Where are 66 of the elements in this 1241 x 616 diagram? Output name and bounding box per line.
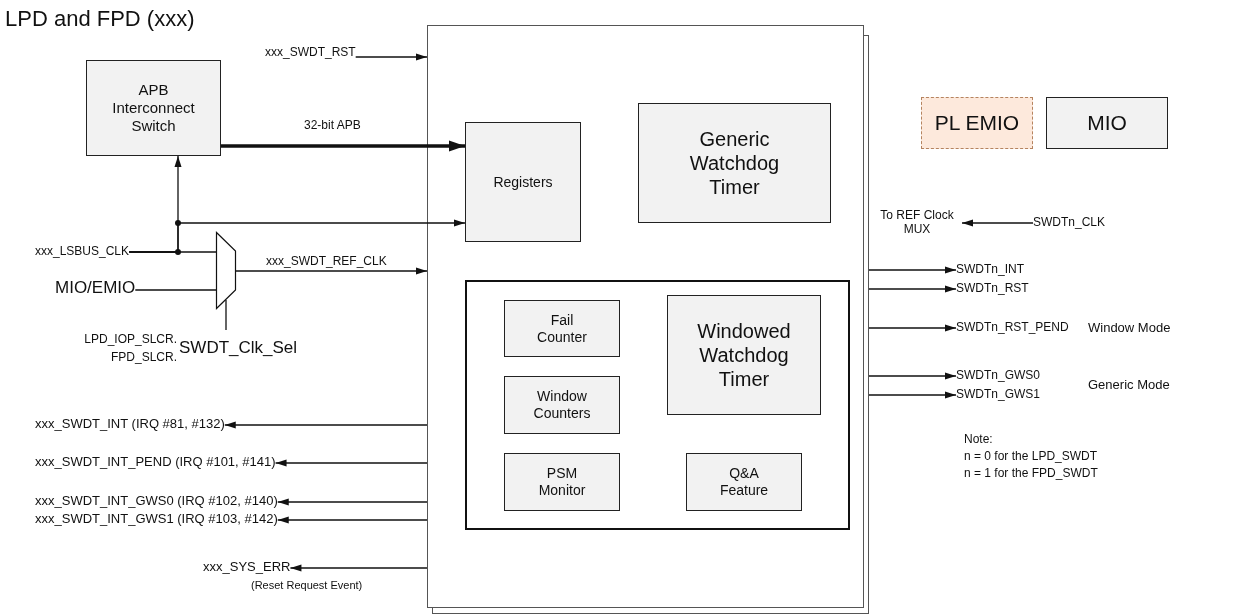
signal-label: xxx_SWDT_INT_GWS1 (IRQ #103, #142)	[35, 511, 278, 526]
block-label: PL EMIO	[934, 110, 1020, 136]
module-block	[427, 25, 869, 614]
arrow	[277, 498, 428, 506]
diagram-title: LPD and FPD (xxx)	[5, 6, 195, 32]
signal-note: (Reset Request Event)	[251, 579, 363, 591]
arrow	[235, 267, 428, 275]
signal-label: To REF Clock MUX	[872, 208, 962, 236]
signal-label: xxx_SYS_ERR	[203, 559, 291, 574]
function-block	[1046, 97, 1168, 149]
block-label: Window Counters	[532, 388, 592, 422]
note-text: Note:	[964, 432, 993, 446]
function-block	[504, 453, 620, 511]
function-block	[921, 97, 1033, 149]
arrow	[277, 516, 428, 524]
signal-label: SWDTn_CLK	[1033, 215, 1106, 230]
note-text: n = 0 for the LPD_SWDT	[964, 449, 1098, 463]
arrow	[868, 266, 957, 274]
edge-label: 32-bit APB	[303, 118, 362, 132]
signal-label: SWDTn_RST_PEND	[956, 320, 1069, 335]
signal-label: xxx_SWDT_INT_GWS0 (IRQ #102, #140)	[35, 493, 278, 508]
block-label: Registers	[493, 173, 553, 191]
note-text: n = 1 for the FPD_SWDT	[964, 466, 1098, 480]
signal-label: SWDT_Clk_Sel	[179, 338, 298, 358]
connector-line	[128, 251, 217, 253]
multiplexer-symbol	[216, 232, 236, 309]
arrow	[868, 324, 957, 332]
connector-line	[134, 289, 217, 291]
block-label: Fail Counter	[536, 311, 588, 346]
edge-label: xxx_SWDT_REF_CLK	[265, 254, 388, 268]
arrow	[868, 285, 957, 293]
function-block	[465, 122, 581, 242]
signal-label: xxx_SWDT_INT (IRQ #81, #132)	[35, 416, 225, 431]
signal-label: xxx_SWDT_INT_PEND (IRQ #101, #141)	[35, 454, 276, 469]
arrow	[961, 219, 1034, 227]
block-label: APB Interconnect Switch	[111, 81, 196, 135]
function-block	[86, 60, 221, 156]
function-block	[638, 103, 831, 223]
signal-label: SWDTn_GWS1	[956, 387, 1040, 402]
signal-label: xxx_LSBUS_CLK	[35, 244, 130, 259]
signal-label: xxx_SWDT_RST	[265, 45, 356, 60]
function-block	[504, 376, 620, 434]
signal-label: SWDTn_INT	[956, 262, 1024, 277]
function-block	[504, 300, 620, 357]
block-label: Windowed Watchdog Timer	[696, 319, 792, 391]
block-label: PSM Monitor	[537, 465, 587, 499]
block-label: Q&A Feature	[718, 465, 770, 499]
arrow	[224, 421, 428, 429]
arrow	[289, 564, 428, 572]
arrow	[355, 53, 428, 61]
connector-line	[225, 299, 227, 331]
block-label: Generic Watchdog Timer	[688, 127, 781, 199]
register-path-label: LPD_IOP_SLCR. FPD_SLCR.	[83, 331, 177, 366]
arrow	[274, 459, 428, 467]
signal-label: SWDTn_RST	[956, 281, 1029, 296]
signal-label: MIO/EMIO	[55, 280, 136, 295]
function-block	[667, 295, 821, 415]
arrow	[868, 372, 957, 380]
arrow	[868, 391, 957, 399]
mode-label: Generic Mode	[1088, 377, 1170, 392]
arrow	[221, 140, 465, 152]
signal-label: SWDTn_GWS0	[956, 368, 1040, 383]
block-label: MIO	[1087, 110, 1127, 136]
function-block	[686, 453, 802, 511]
mode-label: Window Mode	[1088, 320, 1171, 335]
submodule-frame	[465, 280, 850, 530]
